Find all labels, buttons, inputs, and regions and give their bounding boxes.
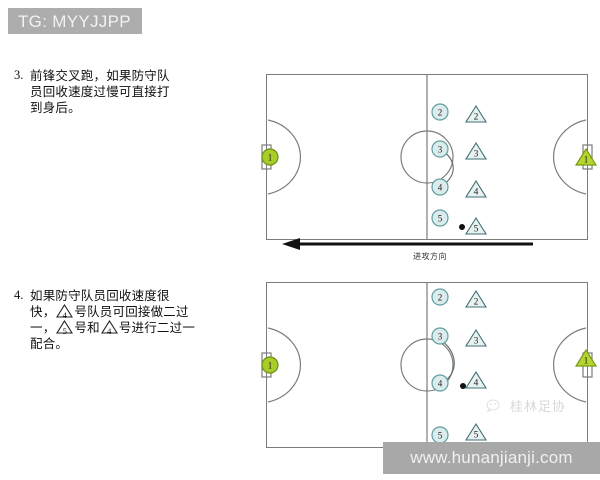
defender-label: 4 — [473, 187, 479, 198]
site-watermark-banner: www.hunanjianji.com — [383, 442, 600, 474]
attack-direction-arrow-icon — [282, 238, 533, 250]
inline-triangle-label: 4 — [107, 325, 112, 336]
keeper-left-label: 1 — [267, 152, 273, 162]
ball-icon — [459, 224, 465, 230]
keeper-left-marker[interactable]: 1 — [261, 148, 280, 167]
inline-triangle-icon: 5 — [56, 320, 74, 336]
defender-marker[interactable]: 2 — [465, 104, 488, 124]
inline-triangle-icon: 4 — [56, 304, 74, 320]
attacker-marker[interactable]: 3 — [431, 327, 450, 346]
defender-label: 5 — [473, 430, 479, 441]
attacker-marker[interactable]: 3 — [431, 140, 450, 159]
instruction-4-line-1: 如果防守队员回收速度很 — [30, 289, 170, 303]
instruction-item-3: 3. 前锋交叉跑，如果防守队 员回收速度过慢可直接打 到身后。 — [0, 68, 215, 116]
instruction-4-line-2-prefix: 快， — [30, 305, 56, 319]
site-watermark-label: www.hunanjianji.com — [410, 448, 573, 467]
instruction-4-line-3-suffix: 号进行二过一 — [118, 321, 196, 335]
defender-marker[interactable]: 4 — [465, 179, 488, 199]
instruction-3-line-1: 前锋交叉跑，如果防守队 — [30, 69, 170, 83]
wechat-watermark-label: 桂林足协 — [510, 399, 567, 414]
keeper-right-label: 1 — [583, 155, 589, 166]
inline-triangle-label: 4 — [62, 309, 68, 320]
attacker-label: 2 — [437, 107, 443, 117]
attacker-label: 5 — [437, 213, 443, 223]
defender-label: 4 — [473, 378, 479, 389]
attacker-label: 5 — [437, 430, 443, 440]
instruction-4-line-2-suffix: 号队员可回接做二过 — [74, 305, 189, 319]
instruction-number-3: 3. — [14, 68, 24, 82]
keeper-right-marker[interactable]: 1 — [574, 348, 598, 368]
pitch-markings — [261, 74, 593, 240]
keeper-right-label: 1 — [583, 356, 589, 367]
instruction-item-4: 4. 如果防守队员回收速度很 快， 4 号队员可回接做二过 一， 5 号和 4 号进行二过一… — [0, 288, 215, 352]
defender-marker[interactable]: 5 — [465, 216, 488, 236]
attacker-marker[interactable]: 2 — [431, 103, 450, 122]
attack-direction-label: 进攻方向 — [413, 252, 447, 261]
instruction-3-line-3: 到身后。 — [30, 101, 81, 115]
pitch-markings — [261, 282, 593, 448]
inline-triangle-label: 5 — [62, 325, 68, 336]
wechat-icon — [486, 399, 500, 413]
attacker-label: 2 — [437, 292, 443, 302]
defender-marker[interactable]: 3 — [465, 141, 488, 161]
attacker-label: 4 — [437, 378, 443, 388]
keeper-left-marker[interactable]: 1 — [261, 356, 280, 375]
instruction-4-line-2: 快， 4 号队员可回接做二过 — [30, 304, 195, 320]
ball-icon — [460, 383, 466, 389]
defender-marker[interactable]: 2 — [465, 289, 488, 309]
pitch-diagram-1: 1 1 2 3 4 5 2 3 — [261, 74, 598, 240]
defender-marker[interactable]: 5 — [465, 422, 488, 442]
keeper-left-label: 1 — [267, 360, 273, 370]
instruction-4-line-3: 一， 5 号和 4 号进行二过一 — [30, 320, 195, 336]
attacker-label: 4 — [437, 182, 443, 192]
instruction-4-line-3-prefix: 一， — [30, 321, 56, 335]
attacker-marker[interactable]: 2 — [431, 288, 450, 307]
inline-triangle-icon: 4 — [100, 320, 118, 336]
attack-direction-indicator: 进攻方向 — [280, 238, 580, 266]
instruction-text-4: 如果防守队员回收速度很 快， 4 号队员可回接做二过 一， 5 号和 4 号进行二过一 配合… — [30, 288, 195, 352]
instruction-4-line-4: 配合。 — [30, 337, 69, 351]
defender-label: 2 — [473, 112, 479, 123]
attacker-marker[interactable]: 5 — [431, 209, 450, 228]
pitch-diagram-2: 1 1 2 3 4 5 2 3 — [261, 282, 598, 448]
defender-label: 5 — [473, 224, 479, 235]
attacker-marker[interactable]: 4 — [431, 374, 450, 393]
tg-banner: TG: MYYJJPP — [8, 8, 142, 34]
attacker-marker[interactable]: 5 — [431, 426, 450, 445]
instruction-4-line-3-mid: 号和 — [74, 321, 100, 335]
instruction-text-3: 前锋交叉跑，如果防守队 员回收速度过慢可直接打 到身后。 — [30, 68, 170, 116]
defender-label: 3 — [473, 336, 479, 347]
defender-marker[interactable]: 3 — [465, 328, 488, 348]
attacker-label: 3 — [437, 331, 443, 341]
attacker-label: 3 — [437, 144, 443, 154]
keeper-right-marker[interactable]: 1 — [574, 147, 598, 167]
defender-label: 3 — [473, 149, 479, 160]
instruction-number-4: 4. — [14, 288, 24, 302]
instruction-3-line-2: 员回收速度过慢可直接打 — [30, 85, 170, 99]
tg-banner-label: TG: MYYJJPP — [18, 11, 131, 31]
attacker-marker[interactable]: 4 — [431, 178, 450, 197]
wechat-watermark: 桂林足协 — [486, 396, 566, 415]
defender-marker[interactable]: 4 — [465, 370, 488, 390]
defender-label: 2 — [473, 297, 479, 308]
